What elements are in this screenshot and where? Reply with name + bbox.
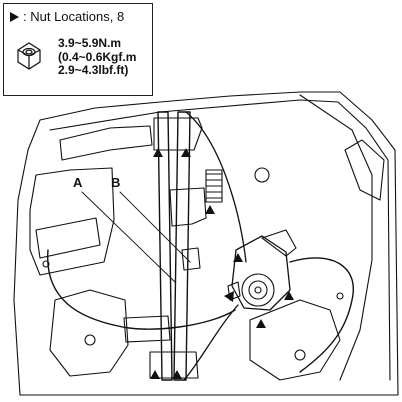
clip-hole [336,292,344,300]
regulator-top-bracket [153,117,203,151]
callout-b-leader [119,191,191,263]
access-hole [294,349,306,361]
nut-location-marker [181,148,191,157]
regulator-bottom-bracket [149,351,199,379]
glass-carrier [169,187,207,227]
regulator-mid-clip [181,247,201,271]
triangle-arrow-icon [10,11,19,22]
nut-location-marker [233,253,243,262]
door-panel-contour [249,299,341,381]
nut-location-marker [172,370,182,379]
motor-gear-housing [261,229,297,257]
door-wire-harness [289,257,354,373]
nut-locations-legend: : Nut Locations, 8 [10,9,124,24]
regulator-motor [231,235,291,311]
clip-hole [42,260,50,268]
nut-location-marker [256,319,266,328]
regulator-cable [183,304,239,381]
door-panel-contour [49,289,129,377]
door-panel-contour [35,217,101,259]
access-hole [254,167,270,183]
callout-label-b: B [111,175,121,190]
door-panel-outline [13,91,399,396]
nut-locations-label: : Nut Locations, 8 [23,9,125,24]
callout-label-a: A [73,175,83,190]
motor-drum [248,280,268,300]
motor-drum [254,286,262,294]
nut-location-marker [284,291,294,300]
nut-location-marker [150,370,160,379]
door-panel-contour [344,139,385,201]
door-wire-harness [47,249,236,330]
callout-a-leader [81,191,176,283]
flange-nut-icon [17,42,41,70]
nut-location-marker [153,148,163,157]
door-panel-contour [59,125,153,161]
torque-spec: 3.9~5.9N.m (0.4~0.6Kgf.m 2.9~4.3lbf.ft) [58,36,137,78]
regulator-rail-left [157,111,173,381]
nut-location-marker [224,291,234,302]
torque-lbfft: 2.9~4.3lbf.ft) [58,63,129,77]
glass-carrier [123,315,171,343]
legend-box: : Nut Locations, 8 3.9~5.9N.m (0.4~0.6Kg… [3,3,153,96]
regulator-cable [185,111,247,263]
torque-kgfm: (0.4~0.6Kgf.m [58,49,137,64]
access-hole [84,334,96,346]
cable-spring [205,173,223,199]
door-panel-contour [299,94,373,381]
cable-spring [205,169,223,203]
torque-nm: 3.9~5.9N.m [58,36,122,50]
motor-drum [241,273,275,307]
nut-location-marker [205,205,215,214]
door-panel-contour [29,167,115,276]
